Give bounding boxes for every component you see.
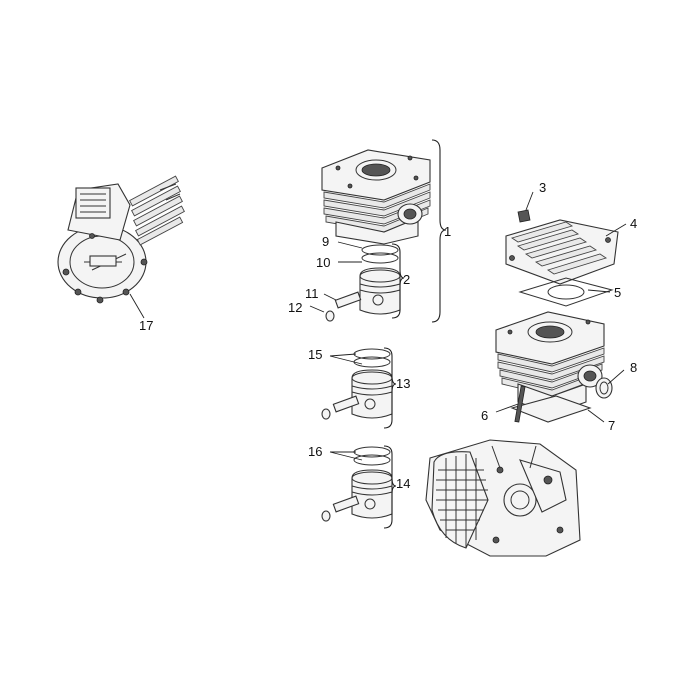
- callout-2: 2: [403, 272, 410, 287]
- callout-10: 10: [316, 255, 330, 270]
- callout-17: 17: [139, 318, 153, 333]
- callout-7: 7: [608, 418, 615, 433]
- callout-15: 15: [308, 347, 322, 362]
- callout-8: 8: [630, 360, 637, 375]
- callout-16: 16: [308, 444, 322, 459]
- piston-icon: [325, 244, 401, 322]
- callout-9: 9: [322, 234, 329, 249]
- callout-6: 6: [481, 408, 488, 423]
- callout-11: 11: [305, 286, 319, 301]
- piston-icon: [321, 348, 393, 420]
- cylinder-head-icon: [505, 209, 619, 307]
- callout-1: 1: [444, 224, 451, 239]
- callout-4: 4: [630, 216, 637, 231]
- callout-13: 13: [396, 376, 410, 391]
- crankcase-icon: [425, 439, 581, 557]
- cylinder-icon: [495, 311, 613, 423]
- piston-icon: [321, 446, 393, 522]
- callout-5: 5: [614, 285, 621, 300]
- cylinder-icon: [321, 149, 431, 245]
- engine-overview-icon: [57, 175, 185, 319]
- callout-3: 3: [539, 180, 546, 195]
- callout-12: 12: [288, 300, 302, 315]
- callout-14: 14: [396, 476, 410, 491]
